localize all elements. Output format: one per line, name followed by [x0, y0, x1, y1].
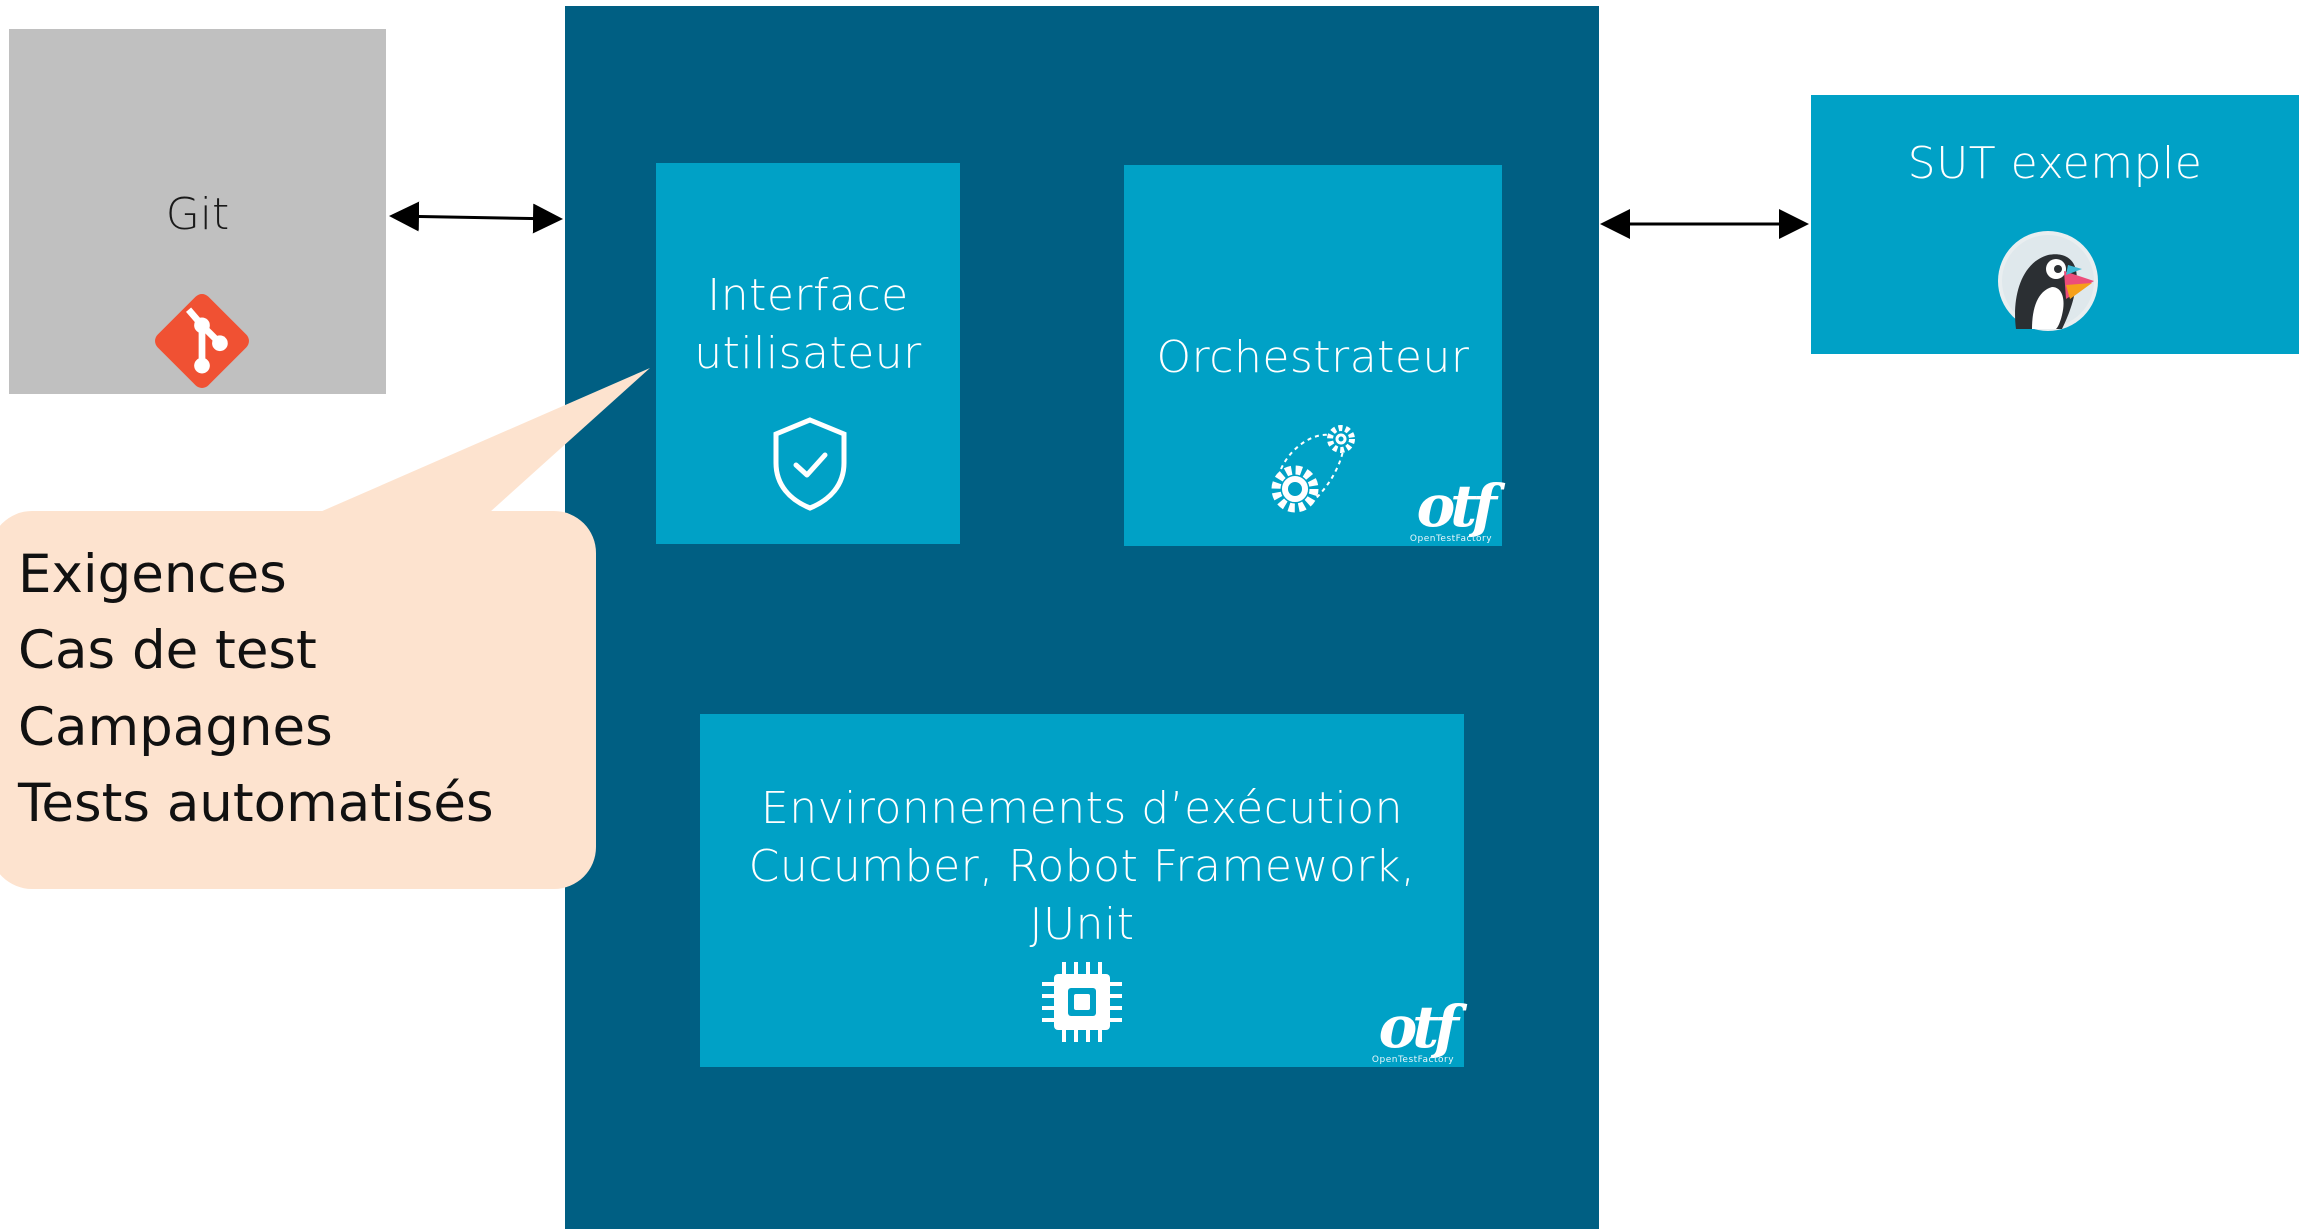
- shield-check-icon: [773, 417, 847, 511]
- orchestrator-label: Orchestrateur: [1156, 332, 1470, 383]
- user-interface-label: Interface utilisateur: [694, 270, 922, 379]
- otf-logo-subtitle: OpenTestFactory: [1371, 1055, 1455, 1065]
- callout-line-test-cases: Cas de test: [18, 620, 317, 681]
- otf-logo-mark: otf: [1378, 993, 1459, 1061]
- orchestrator-tile: Orchestrateur otf OpenTestFactory: [1124, 165, 1502, 546]
- sut-tile: SUT exemple: [1811, 95, 2299, 354]
- puffin-icon: [1998, 231, 2098, 331]
- callout-line-requirements: Exigences: [18, 544, 287, 605]
- otf-logo-environments: otf OpenTestFactory: [1366, 993, 1460, 1065]
- callout-tail: [320, 368, 650, 512]
- callout-bubble: Exigences Cas de test Campagnes Tests au…: [0, 511, 596, 889]
- git-box: Git: [9, 29, 386, 394]
- otf-logo-mark: otf: [1416, 472, 1497, 540]
- chip-icon: [1042, 962, 1122, 1042]
- git-icon: [155, 294, 249, 388]
- gears-icon: [1271, 425, 1355, 513]
- git-label: Git: [165, 189, 230, 240]
- user-interface-tile: Interface utilisateur: [656, 163, 960, 544]
- otf-logo-subtitle: OpenTestFactory: [1409, 534, 1493, 544]
- callout-line-campaigns: Campagnes: [18, 697, 333, 758]
- otf-logo-orchestrator: otf OpenTestFactory: [1404, 472, 1498, 544]
- callout-line-automated-tests: Tests automatisés: [18, 773, 494, 834]
- environments-label: Environnements d’exécution Cucumber, Rob…: [748, 783, 1416, 950]
- environments-tile: Environnements d’exécution Cucumber, Rob…: [700, 714, 1464, 1067]
- sut-label: SUT exemple: [1907, 138, 2203, 189]
